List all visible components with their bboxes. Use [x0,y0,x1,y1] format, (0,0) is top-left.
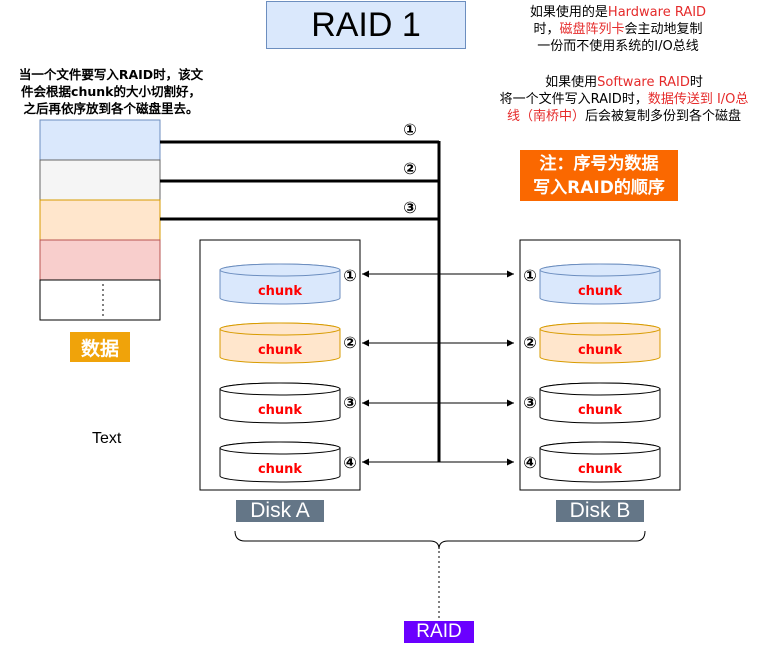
sw-note-text: 如果使用 [545,75,598,90]
sw-note-highlight: 数据传送到 I/O总 [647,92,749,107]
order-note-line: 写入RAID的顺序 [533,177,665,198]
chunk-label: chunk [258,462,302,477]
chunk-cylinder-top [539,441,661,455]
chunk-cylinder-b-1: chunk [539,263,661,305]
chunk-label: chunk [578,343,622,358]
chunk-cylinder-top [219,441,341,455]
hw-note-text: 一份而不使用系统的I/O总线 [537,39,699,54]
data-label: 数据 [70,332,130,362]
chunk-cylinder-top [539,322,661,336]
text-label: Text [92,430,122,447]
data-block-4 [39,239,161,281]
chunk-label: chunk [578,284,622,299]
file-split-note-line: 当一个文件要写入RAID时，该文 [18,67,204,82]
chunks-layer: chunk chunk chunk chunk chunk chunk chunk chunk [219,263,661,483]
chunk-cylinder-b-3: chunk [539,382,661,424]
chunk-cylinder-top [539,263,661,277]
chunk-cylinder-b-4: chunk [539,441,661,483]
file-split-note: 当一个文件要写入RAID时，该文 件会根据chunk的大小切割好， 之后再依序放… [0,66,222,117]
chunk-label: chunk [258,403,302,418]
chunk-cylinder-b-2: chunk [539,322,661,364]
order-marker-4: ④ [343,453,357,472]
data-stack [39,119,161,321]
chunk-cylinder-a-2: chunk [219,322,341,364]
order-marker-3: ③ [523,393,537,412]
chunk-label: chunk [578,403,622,418]
order-marker-3: ③ [343,393,357,412]
hardware-raid-note: 如果使用的是Hardware RAID 时，磁盘阵列卡会主动地复制 一份而不使用… [500,4,736,55]
order-marker-1: ① [523,266,537,285]
page-title: RAID 1 [266,1,466,49]
order-note: 注：序号为数据 写入RAID的顺序 [520,150,678,201]
chunk-cylinder-a-1: chunk [219,263,341,305]
raid-bracket [234,530,646,550]
chunk-label: chunk [258,284,302,299]
disk-a-label: Disk A [236,499,324,522]
order-marker-2: ② [343,333,357,352]
order-marker-3: ③ [403,198,417,217]
disk-b-label: Disk B [556,499,644,522]
chunk-cylinder-top [219,263,341,277]
data-block-2 [39,159,161,201]
order-markers-layer: ① ② ③ ① ② ③ ④ ① ② ③ ④ [343,120,537,472]
hw-note-highlight: 磁盘阵列卡 [559,22,625,37]
file-split-note-line: 件会根据chunk的大小切割好， [21,84,201,99]
chunk-cylinder-top [539,382,661,396]
order-note-line: 注：序号为数据 [539,153,659,174]
hw-note-text: 如果使用的是 [529,5,608,20]
sw-note-highlight: 线（南桥中） [506,109,585,124]
replication-arrows [362,270,514,466]
hw-note-text: 会主动地复制 [624,22,703,37]
sw-note-text: 后会被复制多份到各个磁盘 [585,109,742,124]
order-marker-2: ② [523,333,537,352]
order-marker-2: ② [403,159,417,178]
chunk-cylinder-a-3: chunk [219,382,341,424]
chunk-cylinder-a-4: chunk [219,441,341,483]
chunk-label: chunk [258,343,302,358]
file-split-note-line: 之后再依序放到各个磁盘里去。 [23,101,199,116]
sw-note-highlight: Software RAID [597,75,690,90]
chunk-cylinder-top [219,382,341,396]
order-marker-1: ① [403,120,417,139]
data-block-5 [39,279,161,321]
hw-note-text: 时， [533,22,560,37]
order-marker-1: ① [343,266,357,285]
io-bus [160,140,441,462]
sw-note-text: 时 [689,75,703,90]
data-block-3 [39,199,161,241]
software-raid-note: 如果使用Software RAID时 将一个文件写入RAID时，数据传送到 I/… [474,74,771,125]
chunk-label: chunk [578,462,622,477]
raid-label: RAID [404,621,474,643]
chunk-cylinder-top [219,322,341,336]
data-block-1 [39,119,161,161]
hw-note-highlight: Hardware RAID [607,5,707,20]
sw-note-text: 将一个文件写入RAID时， [499,92,648,107]
order-marker-4: ④ [523,453,537,472]
